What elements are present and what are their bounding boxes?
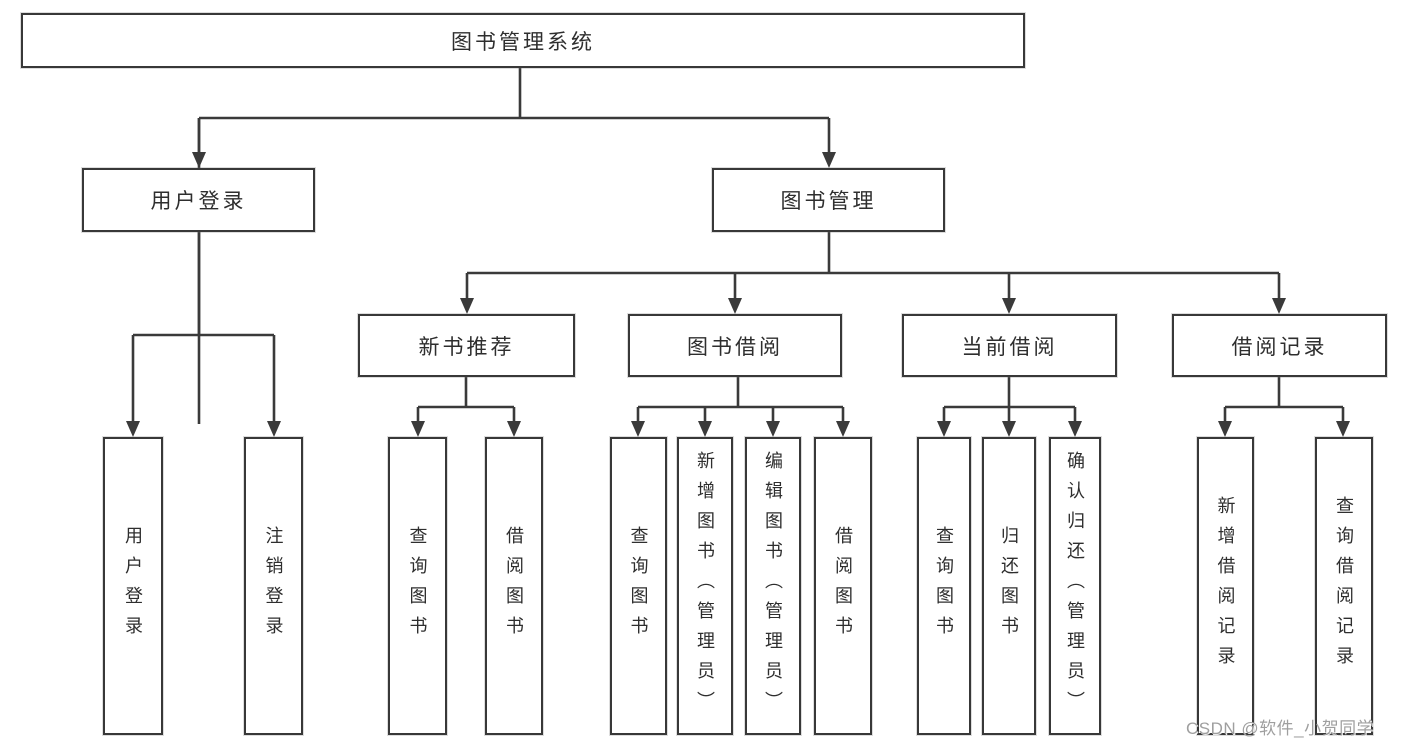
connector-arrows-level2 — [192, 118, 836, 168]
node-label: 编辑图书（管理员） — [763, 451, 783, 721]
node-label: 查询图书 — [407, 526, 428, 646]
node-book-borrow: 图书借阅 — [628, 314, 842, 377]
connector-bookmgmt-to-level3 — [460, 232, 1286, 314]
node-label: 新增图书（管理员） — [695, 451, 715, 721]
node-label: 借阅记录 — [1231, 335, 1328, 359]
node-label: 图书管理 — [780, 190, 877, 213]
leaf-return-book: 归还图书 — [982, 437, 1036, 735]
node-label: 新书推荐 — [418, 335, 515, 359]
node-new-book-recommend: 新书推荐 — [358, 314, 575, 377]
node-borrow-records: 借阅记录 — [1172, 314, 1387, 377]
connector-newbookrec-to-leaves — [411, 377, 521, 437]
node-label: 图书借阅 — [687, 335, 783, 359]
node-label: 用户登录 — [150, 190, 247, 213]
node-label: 借阅图书 — [504, 526, 524, 646]
node-root-library-system: 图书管理系统 — [21, 13, 1025, 68]
leaf-query-book-borrow: 查询图书 — [610, 437, 667, 735]
node-label: 借阅图书 — [833, 526, 853, 646]
node-label: 新增借阅记录 — [1215, 496, 1236, 676]
leaf-query-book-recommend: 查询图书 — [388, 437, 447, 735]
node-label: 查询借阅记录 — [1334, 496, 1354, 676]
node-label: 图书管理系统 — [451, 30, 595, 54]
leaf-edit-book-admin: 编辑图书（管理员） — [745, 437, 801, 735]
leaf-borrow-book-recommend: 借阅图书 — [485, 437, 543, 735]
node-user-login: 用户登录 — [82, 168, 315, 232]
node-label: 查询图书 — [934, 526, 954, 646]
node-label: 归还图书 — [999, 526, 1019, 646]
leaf-confirm-return-admin: 确认归还（管理员） — [1049, 437, 1101, 735]
connector-currentborrow-to-leaves — [937, 377, 1082, 437]
node-label: 当前借阅 — [961, 335, 1058, 359]
leaf-add-borrow-record: 新增借阅记录 — [1197, 437, 1254, 735]
leaf-borrow-book: 借阅图书 — [814, 437, 872, 735]
leaf-add-book-admin: 新增图书（管理员） — [677, 437, 733, 735]
node-label: 注销登录 — [263, 526, 284, 646]
node-current-borrow: 当前借阅 — [902, 314, 1117, 377]
node-label: 用户登录 — [123, 526, 143, 646]
leaf-user-login: 用户登录 — [103, 437, 163, 735]
connector-bookborrow-to-leaves — [631, 377, 850, 437]
node-label: 确认归还（管理员） — [1065, 451, 1085, 721]
csdn-watermark: CSDN @软件_小贺同学 — [1186, 719, 1375, 738]
connector-root-to-level2 — [197, 68, 831, 424]
connector-borrowrecords-to-leaves — [1218, 377, 1350, 437]
connector-userlogin-to-leaves — [126, 232, 281, 437]
node-book-management: 图书管理 — [712, 168, 945, 232]
node-label: 查询图书 — [628, 526, 649, 646]
leaf-logout: 注销登录 — [244, 437, 303, 735]
leaf-query-borrow-record: 查询借阅记录 — [1315, 437, 1373, 735]
leaf-query-book-current: 查询图书 — [917, 437, 971, 735]
